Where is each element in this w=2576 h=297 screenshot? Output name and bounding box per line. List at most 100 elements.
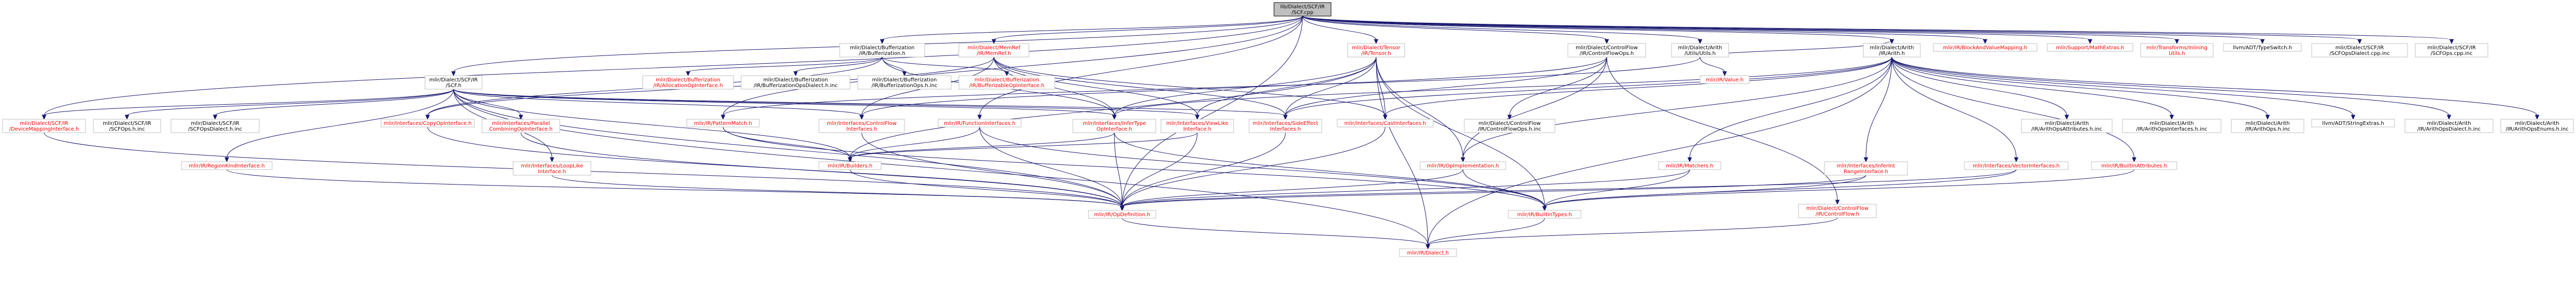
include-node-matchers[interactable]: mlir/IR/Matchers.h bbox=[1658, 161, 1721, 170]
include-node-arith-utils[interactable]: mlir/Dialect/Arith/Utils/Utils.h bbox=[1671, 43, 1729, 58]
node-box bbox=[1464, 119, 1555, 133]
edge-line bbox=[1302, 16, 1701, 40]
include-node-arith-iface-inc[interactable]: mlir/Dialect/Arith/IR/ArithOpsInterfaces… bbox=[2122, 119, 2221, 133]
include-node-builtin-attrs[interactable]: mlir/IR/BuiltinAttributes.h bbox=[2091, 161, 2177, 170]
include-node-buf[interactable]: mlir/Dialect/Bufferization/IR/Bufferizat… bbox=[839, 43, 925, 58]
dependency-edge bbox=[1376, 56, 1465, 163]
node-label: mlir/Dialect/ControlFlow bbox=[1576, 45, 1638, 51]
include-node-cf-dialect[interactable]: mlir/Dialect/ControlFlow/IR/ControlFlow.… bbox=[1798, 204, 1877, 218]
include-node-tensor[interactable]: mlir/Dialect/Tensor/IR/Tensor.h bbox=[1347, 43, 1405, 58]
include-node-parallel-comb[interactable]: mlir/Interfaces/ParallelCombiningOpInter… bbox=[482, 119, 560, 133]
edge-arrowhead bbox=[1697, 39, 1703, 45]
edge-line bbox=[994, 56, 1286, 116]
node-label: mlir/Dialect/Bufferization bbox=[872, 77, 937, 83]
node-label: /IR/ArithOpsAttributes.h.inc bbox=[2031, 126, 2102, 132]
dependency-edge bbox=[213, 89, 454, 120]
edge-line bbox=[1376, 56, 1463, 159]
include-node-func-iface[interactable]: mlir/IR/FunctionInterfaces.h bbox=[938, 119, 1022, 128]
edge-line bbox=[1285, 56, 1892, 116]
node-label: mlir/Support/MathExtras.h bbox=[2056, 45, 2125, 51]
dependency-edge bbox=[1283, 56, 1377, 120]
include-node-alloc-iface[interactable]: mlir/Dialect/Bufferization/IR/Allocation… bbox=[642, 75, 734, 90]
edge-line bbox=[453, 89, 1123, 207]
node-label: /IR/ArithOpsInterfaces.h.inc bbox=[2136, 126, 2207, 132]
include-node-buf-ops-dialect-inc[interactable]: mlir/Dialect/Bufferization/IR/Bufferizat… bbox=[741, 75, 851, 90]
node-box bbox=[958, 43, 1029, 58]
edge-arrowhead bbox=[1722, 71, 1727, 77]
include-node-region-kind[interactable]: mlir/IR/RegionKindInterface.h bbox=[181, 161, 273, 170]
include-node-arith-enums-inc[interactable]: mlir/Dialect/Arith/IR/ArithOpsEnums.h.in… bbox=[2500, 119, 2574, 133]
node-box bbox=[2231, 119, 2304, 133]
dependency-edge bbox=[1302, 16, 1703, 45]
edge-arrowhead bbox=[686, 71, 690, 77]
include-node-scf-ops-h-inc[interactable]: mlir/Dialect/SCF/IR/SCFOps.h.inc bbox=[93, 119, 161, 133]
include-node-memref[interactable]: mlir/Dialect/MemRef/IR/MemRef.h bbox=[958, 43, 1029, 58]
include-node-scf-dialect-h-inc[interactable]: mlir/Dialect/SCF/IR/SCFOpsDialect.h.inc bbox=[171, 119, 260, 133]
dependency-edge bbox=[1891, 56, 2069, 120]
include-node-arith[interactable]: mlir/Dialect/Arith/IR/Arith.h bbox=[1863, 43, 1921, 58]
include-node-arith-ops-inc[interactable]: mlir/Dialect/Arith/IR/ArithOps.h.inc bbox=[2231, 119, 2304, 133]
include-node-copy-iface[interactable]: mlir/Interfaces/CopyOpInterface.h bbox=[380, 119, 475, 128]
include-node-dialect[interactable]: mlir/IR/Dialect.h bbox=[1399, 248, 1457, 257]
include-node-typeswitch[interactable]: llvm/ADT/TypeSwitch.h bbox=[2223, 43, 2302, 52]
node-box bbox=[1273, 2, 1332, 17]
edge-line bbox=[1544, 175, 1866, 207]
include-node-vector-iface[interactable]: mlir/Interfaces/VectorInterfaces.h bbox=[1964, 161, 2069, 170]
include-node-op-impl[interactable]: mlir/IR/OpImplementation.h bbox=[1420, 161, 1506, 170]
edge-arrowhead bbox=[1004, 71, 1009, 77]
dependency-edge bbox=[1120, 169, 2017, 211]
root-file-node: lib/Dialect/SCF/IR/SCF.cpp bbox=[1273, 2, 1332, 17]
node-label: llvm/ADT/StringExtras.h bbox=[2322, 121, 2384, 126]
include-node-string-extras[interactable]: llvm/ADT/StringExtras.h bbox=[2311, 119, 2395, 128]
node-box bbox=[1798, 204, 1877, 218]
include-node-arith-attr-inc[interactable]: mlir/Dialect/Arith/IR/ArithOpsAttributes… bbox=[2021, 119, 2113, 133]
include-node-scf-ops-cpp-inc[interactable]: mlir/Dialect/SCF/IR/SCFOps.cpp.inc bbox=[2415, 43, 2488, 58]
include-node-cf-ops[interactable]: mlir/Dialect/ControlFlow/IR/ControlFlowO… bbox=[1567, 43, 1646, 58]
edge-line bbox=[723, 126, 1545, 207]
include-node-op-def[interactable]: mlir/IR/OpDefinition.h bbox=[1088, 210, 1156, 219]
edge-line bbox=[1700, 56, 1725, 73]
edge-line bbox=[227, 89, 454, 159]
include-node-scf-dialect-inc[interactable]: mlir/Dialect/SCF/IR/SCFOpsDialect.cpp.in… bbox=[2311, 43, 2408, 58]
node-label: mlir/Dialect/MemRef bbox=[968, 45, 1021, 51]
dependency-edge bbox=[1461, 56, 1607, 163]
edge-line bbox=[1544, 169, 2017, 207]
include-node-math-extras[interactable]: mlir/Support/MathExtras.h bbox=[2047, 43, 2133, 52]
include-node-cf-ops-inc[interactable]: mlir/Dialect/ControlFlow/IR/ControlFlowO… bbox=[1464, 119, 1555, 133]
include-node-arith-dialect-inc[interactable]: mlir/Dialect/Arith/IR/ArithOpsDialect.h.… bbox=[2404, 119, 2494, 133]
include-node-builtin-types[interactable]: mlir/IR/BuiltinTypes.h bbox=[1508, 210, 1581, 219]
node-label: Interfaces.h bbox=[846, 126, 877, 132]
node-label: /SCFOps.cpp.inc bbox=[2430, 51, 2472, 56]
edge-line bbox=[850, 132, 1115, 159]
include-node-cast-iface[interactable]: mlir/Interfaces/CastInterfaces.h bbox=[1337, 119, 1434, 128]
include-node-block-map[interactable]: mlir/IR/BlockAndValueMapping.h bbox=[1933, 43, 2037, 52]
dependency-edge bbox=[1383, 56, 1892, 120]
include-node-value[interactable]: mlir/IR/Value.h bbox=[1700, 75, 1750, 84]
dependency-edge bbox=[1863, 56, 1892, 163]
dependency-edge bbox=[1687, 56, 1892, 163]
include-node-device-map[interactable]: mlir/Dialect/SCF/IR/DeviceMappingInterfa… bbox=[2, 119, 86, 133]
include-node-builders[interactable]: mlir/IR/Builders.h bbox=[818, 161, 882, 170]
edge-line bbox=[850, 126, 980, 159]
node-box bbox=[2, 119, 86, 133]
dependency-edge bbox=[1302, 16, 2454, 45]
include-node-pattern-match[interactable]: mlir/IR/PatternMatch.h bbox=[686, 119, 760, 128]
include-node-buf-ops-inc[interactable]: mlir/Dialect/Bufferization/IR/Bufferizat… bbox=[857, 75, 952, 90]
edge-line bbox=[1122, 16, 1303, 207]
dependency-edge bbox=[453, 89, 523, 120]
include-node-bufferizable[interactable]: mlir/Dialect/Bufferization/IR/Bufferizab… bbox=[958, 75, 1055, 90]
edge-arrowhead bbox=[1604, 39, 1609, 45]
node-label: /IR/ControlFlow.h bbox=[1816, 211, 1859, 217]
node-label: /IR/ControlFlowOps.h.inc bbox=[1478, 126, 1541, 132]
edge-line bbox=[1376, 56, 1385, 116]
edge-arrowhead bbox=[425, 115, 430, 120]
edge-arrowhead bbox=[1425, 244, 1431, 250]
include-node-scf[interactable]: mlir/Dialect/SCF/IR/SCF.h bbox=[424, 75, 483, 90]
